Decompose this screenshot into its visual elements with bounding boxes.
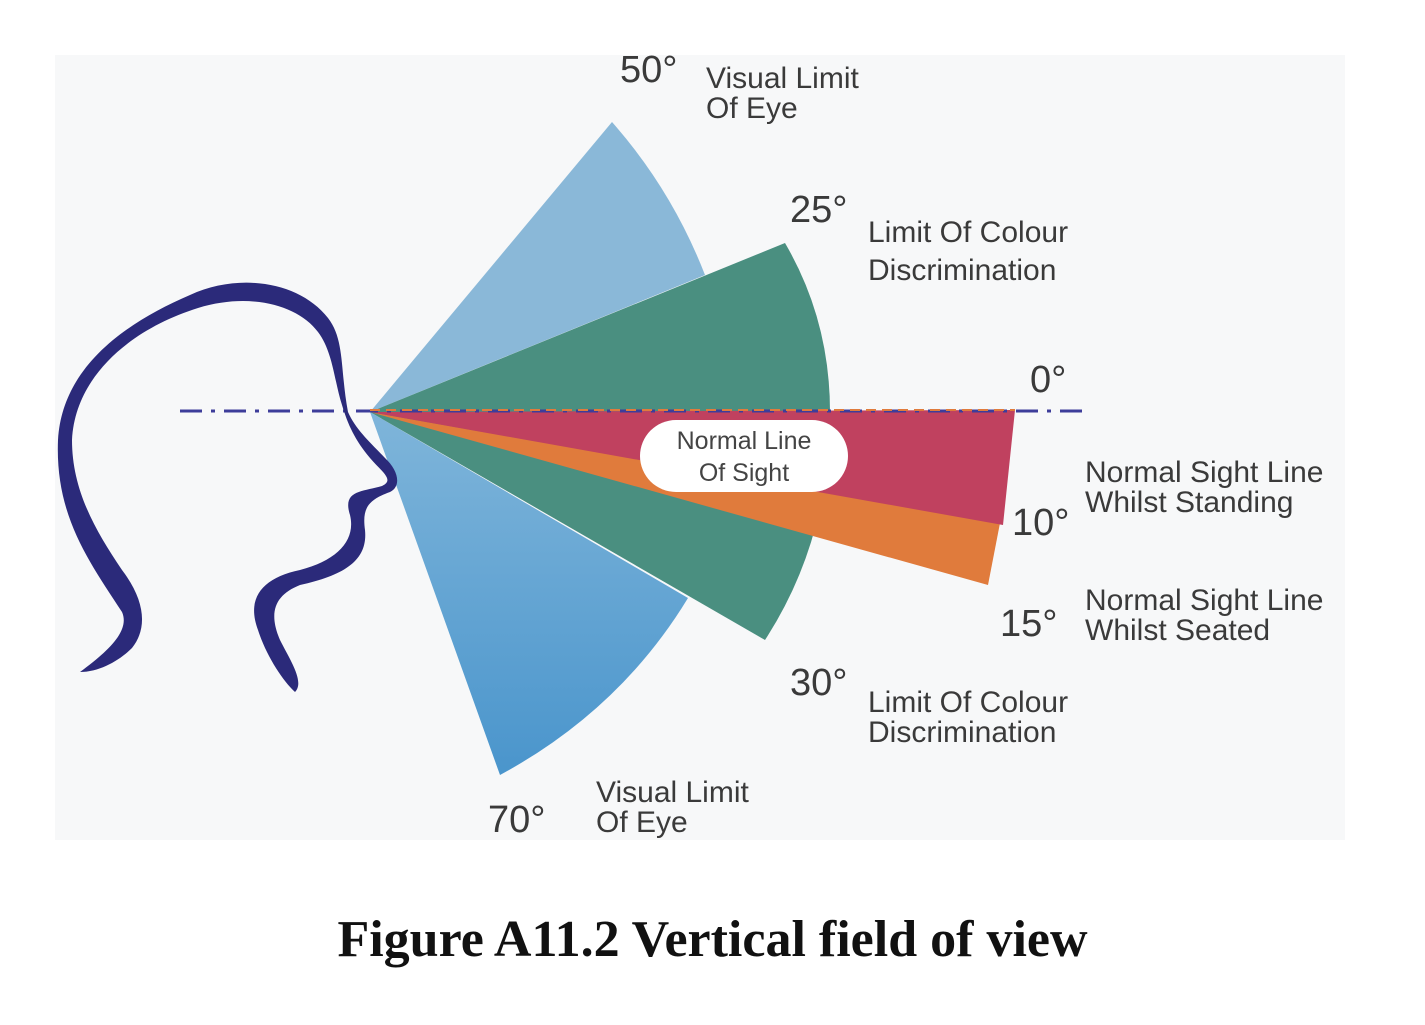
colour-limit-upper-label-1: Limit Of Colour [868, 216, 1068, 249]
degree-50: 50° [620, 49, 677, 91]
colour-limit-lower-label-2: Discrimination [868, 716, 1056, 749]
normal-line-bubble [640, 420, 848, 492]
colour-limit-lower-label-1: Limit Of Colour [868, 686, 1068, 719]
normal-line-label-2: Of Sight [699, 459, 789, 487]
degree-0: 0° [1030, 359, 1066, 401]
vertical-field-of-view-diagram: Normal Line Of Sight 50° Visual Limit Of… [57, 49, 1324, 841]
degree-15: 15° [1000, 603, 1057, 645]
visual-limit-upper-label-1: Visual Limit [706, 62, 860, 95]
standing-label-1: Normal Sight Line [1085, 456, 1323, 489]
visual-limit-lower-label-1: Visual Limit [596, 776, 750, 809]
normal-line-label-1: Normal Line [677, 427, 812, 455]
seated-label-2: Whilst Seated [1085, 614, 1270, 647]
degree-10: 10° [1012, 502, 1069, 544]
visual-limit-lower-wedge [370, 412, 688, 775]
visual-limit-upper-label-2: Of Eye [706, 92, 798, 125]
degree-70: 70° [488, 799, 545, 841]
seated-label-1: Normal Sight Line [1085, 584, 1323, 617]
visual-limit-upper-wedge [370, 122, 705, 412]
degree-25: 25° [790, 189, 847, 231]
seated-sight-wedge [370, 412, 1000, 585]
standing-label-2: Whilst Standing [1085, 486, 1293, 519]
figure-caption: Figure A11.2 Vertical field of view [337, 911, 1088, 968]
degree-30: 30° [790, 662, 847, 704]
visual-limit-lower-label-2: Of Eye [596, 806, 688, 839]
colour-limit-upper-label-2: Discrimination [868, 254, 1056, 287]
